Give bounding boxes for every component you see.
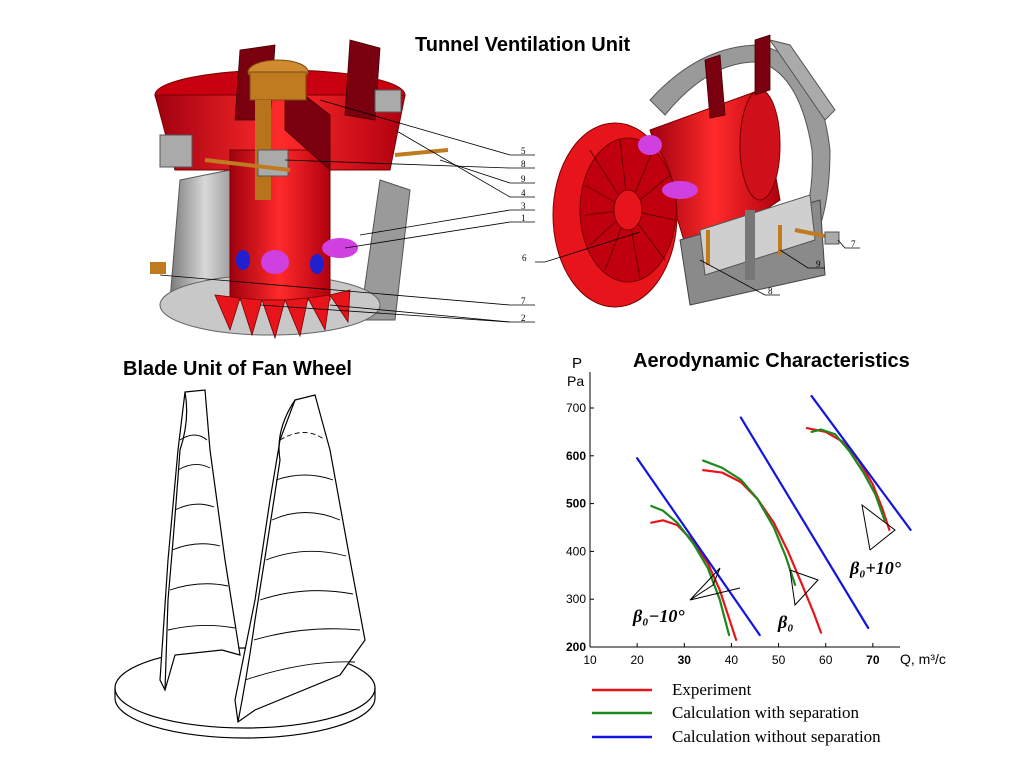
series-line-0 [650,519,738,641]
series-line-1 [650,504,731,637]
left-callout-numbers: 5 8 9 4 3 1 7 2 [521,146,526,323]
y-tick-label-700: 700 [566,401,586,415]
callout-7-right: 7 [851,239,856,249]
vertical-fan-unit-illustration [150,39,449,340]
x-tick-label-70: 70 [866,653,880,667]
x-tick-label-50: 50 [772,653,786,667]
y-tick-label-500: 500 [566,497,586,511]
chart-ticks: 10 20 30 40 50 60 70 200 300 400 500 600 700 PPa Q, m³… [566,355,946,667]
blade-unit-title: Blade Unit of Fan Wheel [123,358,352,380]
series-line-2 [636,457,761,637]
chart-axes [589,372,900,648]
series-line-8 [810,394,912,531]
callout-9: 9 [521,174,526,184]
chart-series [636,394,912,641]
horizontal-fan-unit-illustration [552,34,840,308]
x-axis-label: Q, m³/c [900,651,946,667]
right-callout-numbers: 6 7 9 8 [522,239,856,296]
series-line-3 [702,469,823,634]
legend-label-experiment: Experiment [672,680,752,699]
x-tick-label-60: 60 [819,653,833,667]
series-line-5 [739,416,870,629]
y-tick-label-300: 300 [566,592,586,606]
x-tick-label-10: 10 [583,653,597,667]
callout-4: 4 [521,188,526,198]
callout-8-right: 8 [768,286,773,296]
callout-1: 1 [521,213,526,223]
callout-5: 5 [521,146,526,156]
callout-8: 8 [521,159,526,169]
annotation-beta0: β₀ [777,612,794,632]
chart-annotations [689,503,896,607]
series-line-4 [702,459,797,586]
y-axis-label: P [572,355,582,372]
callout-3: 3 [521,201,526,211]
x-tick-label-30: 30 [678,653,692,667]
x-tick-label-40: 40 [725,653,739,667]
chart-legend: Experiment Calculation with separation C… [592,680,881,746]
y-axis-unit: Pa [567,373,584,389]
blade-unit-drawing [114,389,376,739]
left-callout-leaders [159,99,535,323]
y-tick-label-400: 400 [566,544,586,558]
annotation-beta0-plus10: β₀+10° [849,558,902,578]
aero-chart-title: Aerodynamic Characteristics [633,350,910,372]
annotation-beta0-minus10: β₀−10° [632,606,685,626]
series-line-6 [805,426,891,531]
legend-label-without-separation: Calculation without separation [672,727,881,746]
callout-2: 2 [521,313,526,323]
callout-9-right: 9 [816,259,821,269]
main-title: Tunnel Ventilation Unit [415,34,631,56]
aerodynamic-chart: 10 20 30 40 50 60 70 200 300 400 500 600 700 PPa Q, m³… [566,355,946,667]
legend-label-with-separation: Calculation with separation [672,703,859,722]
series-line-7 [810,428,886,522]
right-callout-leaders [535,231,860,296]
y-tick-label-600: 600 [566,449,586,463]
y-tick-label-200: 200 [566,640,586,654]
callout-6: 6 [522,253,527,263]
x-tick-label-20: 20 [630,653,644,667]
callout-7: 7 [521,296,526,306]
